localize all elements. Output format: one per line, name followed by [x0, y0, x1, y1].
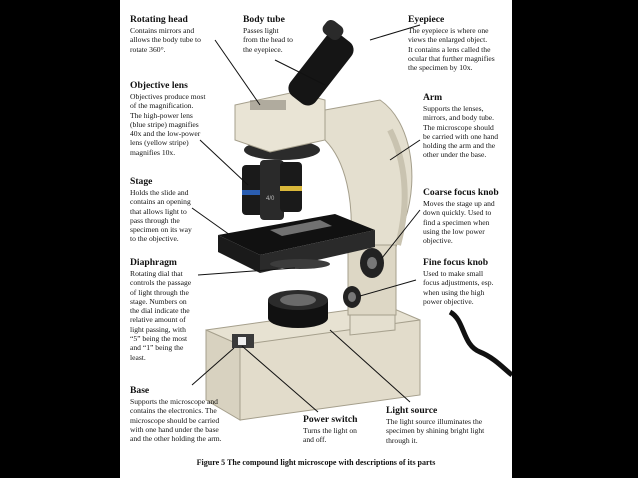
label-title: Coarse focus knob	[423, 187, 499, 198]
label-description: Moves the stage up and down quickly. Use…	[423, 199, 495, 246]
label-title: Body tube	[243, 14, 285, 25]
label-title: Arm	[423, 92, 443, 103]
label-coarse-focus-knob: Coarse focus knob Moves the stage up and…	[423, 187, 512, 245]
label-description: Objectives produce most of the magnifica…	[130, 92, 206, 157]
label-light-source: Light source The light source illuminate…	[386, 405, 512, 445]
label-title: Light source	[386, 405, 438, 416]
label-title: Base	[130, 385, 150, 396]
label-diaphragm: Diaphragm Rotating dial that controls th…	[130, 257, 218, 362]
svg-text:4/0: 4/0	[266, 196, 275, 202]
label-title: Diaphragm	[130, 257, 177, 268]
label-description: Passes light from the head to the eyepie…	[243, 26, 293, 54]
label-description: The eyepiece is where one views the enla…	[408, 26, 495, 73]
label-description: Used to make small focus adjustments, es…	[423, 269, 494, 306]
diagram-panel: 4/0 Rotating head Contains mirrors an	[120, 0, 512, 478]
label-eyepiece: Eyepiece The eyepiece is where one views…	[408, 14, 512, 72]
label-stage: Stage Holds the slide and contains an op…	[130, 176, 225, 244]
label-objective-lens: Objective lens Objectives produce most o…	[130, 80, 235, 157]
microscope-illustration: 4/0	[191, 19, 512, 421]
label-description: Holds the slide and contains an opening …	[130, 188, 192, 244]
figure-caption: Figure 5 The compound light microscope w…	[196, 458, 436, 467]
label-base: Base Supports the microscope and contain…	[130, 385, 260, 443]
label-power-switch: Power switch Turns the light on and off.	[303, 414, 383, 445]
label-body-tube: Body tube Passes light from the head to …	[243, 14, 333, 54]
label-description: Rotating dial that controls the passage …	[130, 269, 192, 362]
label-rotating-head: Rotating head Contains mirrors and allow…	[130, 14, 240, 54]
label-description: Supports the microscope and contains the…	[130, 397, 222, 444]
label-title: Power switch	[303, 414, 358, 425]
label-description: Contains mirrors and allows the body tub…	[130, 26, 201, 54]
label-description: Supports the lenses, mirrors, and body t…	[423, 104, 499, 160]
diaphragm-dial	[270, 259, 330, 269]
label-description: Turns the light on and off.	[303, 426, 357, 445]
label-arm: Arm Supports the lenses, mirrors, and bo…	[423, 92, 512, 160]
label-title: Rotating head	[130, 14, 188, 25]
label-title: Fine focus knob	[423, 257, 489, 268]
microscope-stage	[218, 214, 375, 255]
label-title: Eyepiece	[408, 14, 445, 25]
leader-lines	[191, 24, 421, 413]
power-cord	[448, 309, 512, 378]
label-title: Objective lens	[130, 80, 188, 91]
label-title: Stage	[130, 176, 153, 187]
eyepiece-tube	[288, 19, 354, 106]
objective-lenses: 4/0	[242, 160, 302, 220]
label-description: The light source illuminates the specime…	[386, 417, 485, 445]
label-fine-focus-knob: Fine focus knob Used to make small focus…	[423, 257, 512, 306]
